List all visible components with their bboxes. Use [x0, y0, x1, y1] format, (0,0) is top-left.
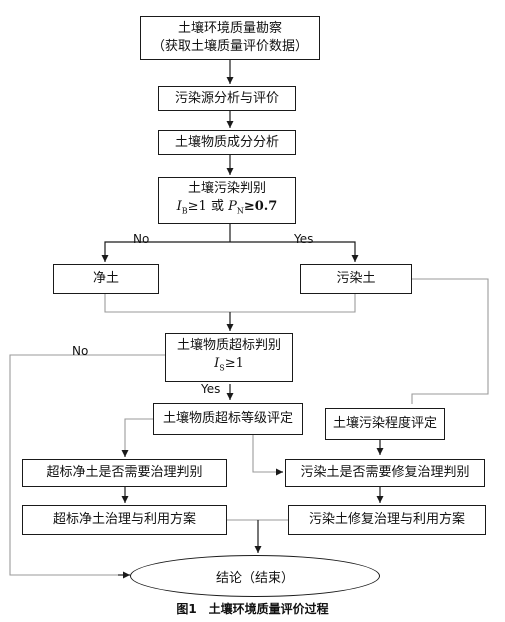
edge-grade-to-clean-need — [124, 418, 153, 455]
pollution-degree-box: 土壤污染程度评定 — [325, 408, 445, 440]
edge-polluted-to-degree — [411, 278, 489, 404]
survey-subtitle: （获取土壤质量评价数据） — [151, 39, 308, 54]
polluted-plan-box: 污染土修复治理与利用方案 — [288, 505, 486, 535]
edge-label-yes-exceed: Yes — [201, 382, 221, 396]
polluted-soil-label: 污染土 — [336, 271, 376, 286]
pollution-judge-formula: IB≥1 或 PN≥0.7 — [176, 199, 278, 216]
edge-clean-to-merge — [104, 294, 230, 313]
exceed-judge-formula: IS≥1 — [214, 356, 244, 373]
edge-label-no-exceed: No — [72, 344, 89, 358]
exceed-grade-label: 土壤物质超标等级评定 — [162, 411, 293, 426]
exceed-judge-box: 土壤物质超标判别 IS≥1 — [165, 333, 293, 382]
polluted-plan-label: 污染土修复治理与利用方案 — [308, 512, 465, 527]
pollution-source-box: 污染源分析与评价 — [158, 86, 296, 111]
edge-judge-yes-branch — [230, 241, 359, 262]
edge-judge-no-branch — [101, 241, 230, 262]
exceed-clean-need-label: 超标净土是否需要治理判别 — [46, 465, 203, 480]
survey-box: 土壤环境质量勘察 （获取土壤质量评价数据） — [140, 16, 320, 60]
figure-title: 土壤环境质量评价过程 — [208, 602, 329, 616]
edge-polluted-to-merge — [230, 294, 356, 313]
figure-caption: 图1 土壤环境质量评价过程 — [0, 600, 505, 617]
clean-soil-box: 净土 — [53, 264, 159, 294]
pollution-source-label: 污染源分析与评价 — [174, 90, 279, 106]
polluted-need-label: 污染土是否需要修复治理判别 — [300, 465, 470, 480]
exceed-clean-plan-box: 超标净土治理与利用方案 — [22, 505, 227, 535]
figure-number: 图1 — [176, 602, 197, 616]
edge-grade-to-polluted-need — [252, 435, 282, 473]
pollution-judge-box: 土壤污染判别 IB≥1 或 PN≥0.7 — [158, 177, 296, 224]
exceed-judge-label: 土壤物质超标判别 — [176, 338, 281, 354]
edge-label-no-pollution: No — [133, 232, 150, 246]
composition-box: 土壤物质成分分析 — [158, 130, 296, 155]
edge-exceed-no-to-conclusion — [9, 354, 165, 576]
polluted-need-box: 污染土是否需要修复治理判别 — [285, 459, 485, 487]
exceed-clean-need-box: 超标净土是否需要治理判别 — [22, 459, 227, 487]
clean-soil-label: 净土 — [92, 271, 119, 286]
pollution-judge-label: 土壤污染判别 — [187, 181, 266, 197]
exceed-clean-plan-label: 超标净土治理与利用方案 — [52, 512, 196, 527]
survey-title: 土壤环境质量勘察 — [177, 21, 282, 36]
edge-label-yes-pollution: Yes — [294, 232, 314, 246]
exceed-grade-box: 土壤物质超标等级评定 — [153, 403, 303, 435]
composition-label: 土壤物质成分分析 — [174, 134, 279, 150]
pollution-degree-label: 土壤污染程度评定 — [332, 416, 437, 431]
conclusion-ellipse: 结论（结束） — [130, 555, 380, 597]
polluted-soil-box: 污染土 — [300, 264, 412, 294]
conclusion-label: 结论（结束） — [215, 570, 294, 586]
